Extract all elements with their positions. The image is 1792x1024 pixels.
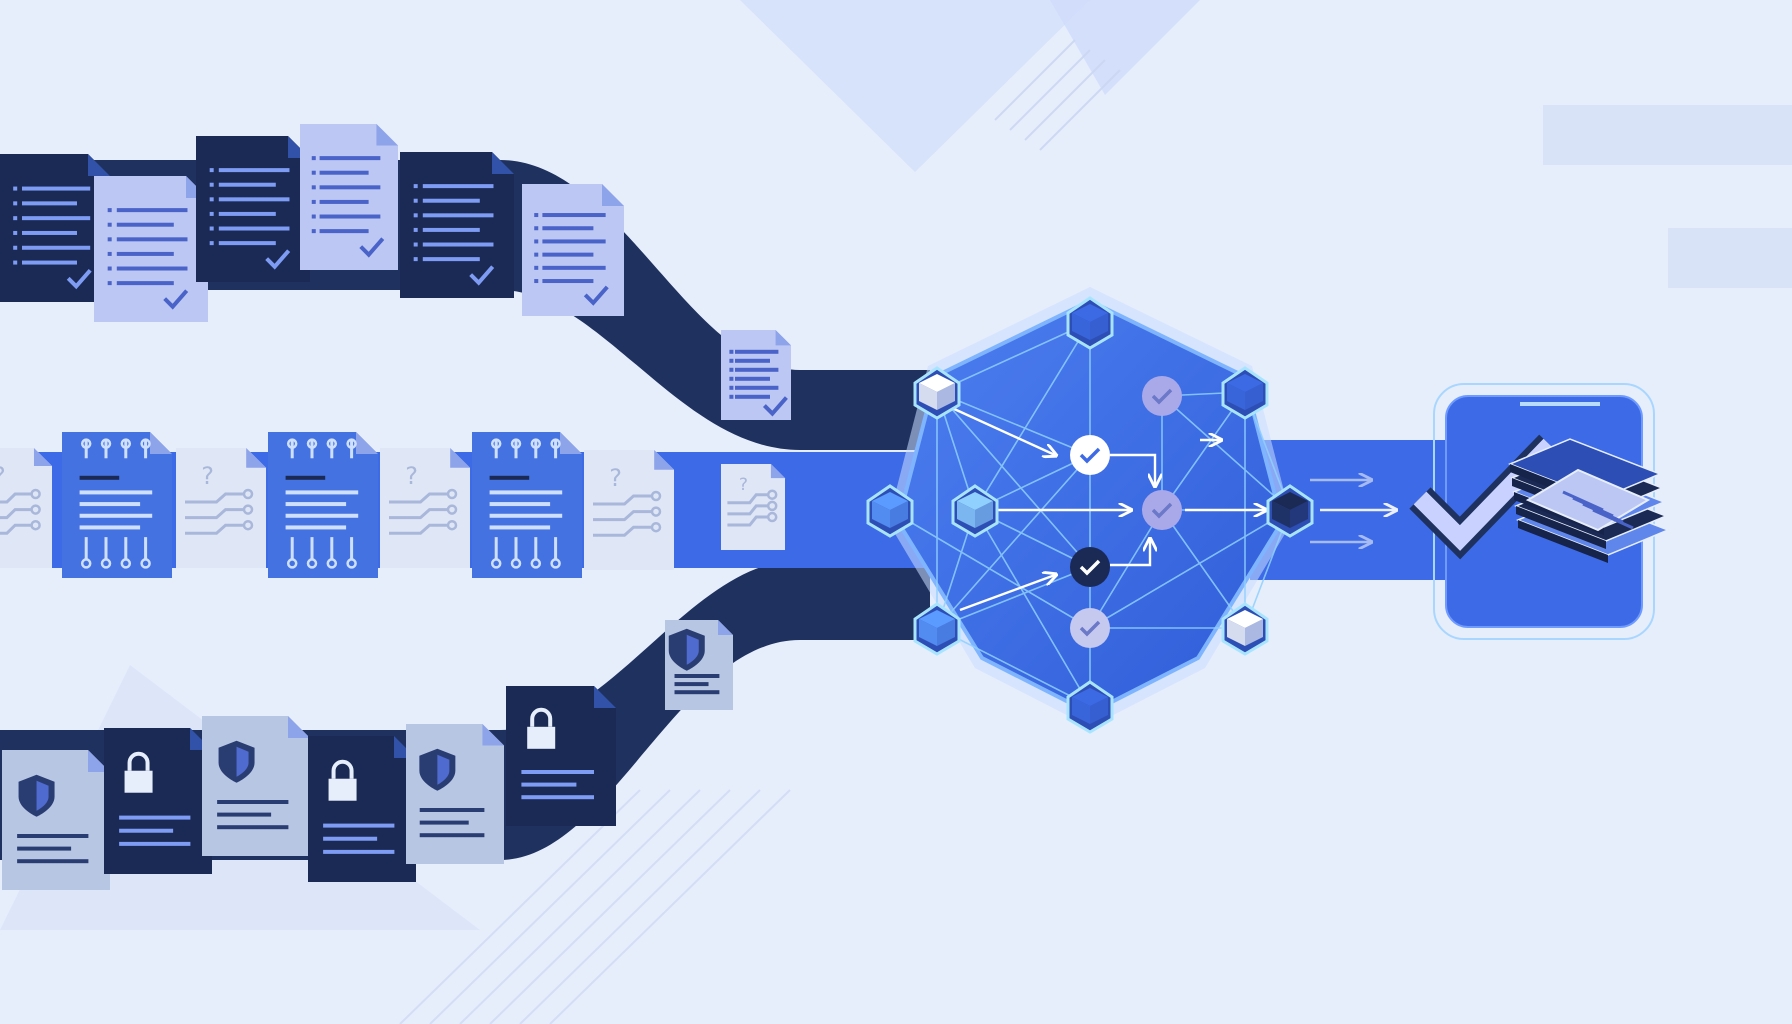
output-panel (1409, 383, 1671, 640)
checked-list-document (300, 124, 398, 270)
cube-node (1066, 296, 1114, 350)
processing-hub (866, 287, 1314, 734)
circuit-document (268, 432, 378, 578)
secured-document (665, 620, 733, 710)
cube-node (1221, 602, 1269, 656)
check-node (1142, 490, 1182, 530)
cube-node (1266, 484, 1314, 538)
svg-text:?: ? (0, 462, 6, 490)
checked-list-document (94, 176, 208, 322)
circuit-document: ? (380, 448, 470, 568)
checked-list-document (721, 330, 791, 420)
checked-list-document (522, 184, 624, 316)
svg-text:?: ? (201, 462, 214, 490)
secured-document (202, 716, 310, 856)
document-stack-icon (1507, 438, 1671, 563)
secured-document (506, 686, 616, 826)
document-streams: ????? (0, 124, 791, 890)
cube-node (1066, 680, 1114, 734)
circuit-document: ? (721, 464, 785, 550)
output-arrows (1310, 480, 1395, 542)
hub-arrows (951, 406, 1265, 612)
circuit-document (62, 432, 172, 578)
check-node (1070, 608, 1110, 648)
checked-list-document (196, 136, 310, 282)
cube-node (1221, 366, 1269, 420)
cube-node (913, 366, 961, 420)
secured-document (406, 724, 504, 864)
svg-text:?: ? (739, 475, 748, 495)
circuit-document (472, 432, 582, 578)
check-node (1070, 547, 1110, 587)
circuit-document: ? (584, 450, 674, 570)
svg-text:?: ? (405, 462, 418, 490)
check-node (1070, 435, 1110, 475)
cube-node (913, 602, 961, 656)
cube-node (866, 484, 914, 538)
checked-list-document (0, 154, 110, 302)
circuit-document: ? (0, 448, 52, 568)
cube-node (951, 484, 999, 538)
circuit-document: ? (176, 448, 266, 568)
svg-text:?: ? (609, 464, 622, 492)
secured-document (2, 750, 110, 890)
secured-document (104, 728, 212, 874)
check-node (1142, 376, 1182, 416)
secured-document (308, 736, 416, 882)
checked-list-document (400, 152, 514, 298)
